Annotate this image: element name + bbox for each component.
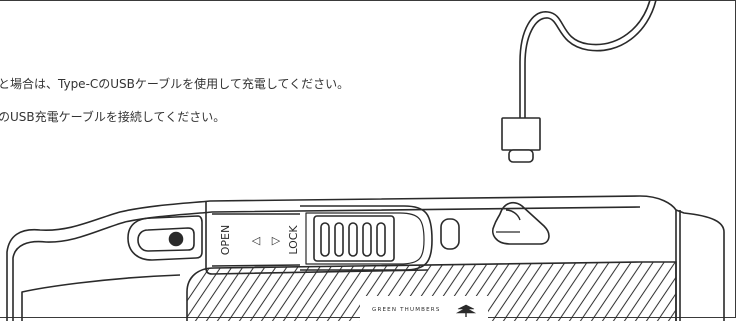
brand-text: GREEN THUMBERS [372, 307, 441, 313]
latch-assembly [205, 202, 433, 275]
open-label: OPEN [219, 225, 232, 255]
status-indicator [440, 218, 460, 250]
belt-clip [492, 201, 550, 245]
device-body [6, 195, 725, 321]
instruction-line-2: のUSB充電ケーブルを接続してください。 [0, 110, 226, 124]
speaker-grille [186, 261, 677, 321]
usb-c-cable [519, 0, 657, 119]
instruction-line-1: と場合は、Type-CのUSBケーブルを使用して充電してください。 [0, 77, 350, 91]
lock-arrow: ▷ [272, 234, 281, 247]
brand-logo: GREEN THUMBERS [372, 304, 477, 317]
latch-labels: OPEN ◁ ▷ LOCK [219, 225, 300, 256]
lock-label: LOCK [287, 225, 300, 255]
latch-grip-ridges [320, 222, 386, 257]
open-arrow: ◁ [252, 234, 261, 247]
usb-c-plug [501, 117, 541, 163]
charge-port-cover [127, 215, 203, 261]
tree-icon [455, 304, 477, 317]
